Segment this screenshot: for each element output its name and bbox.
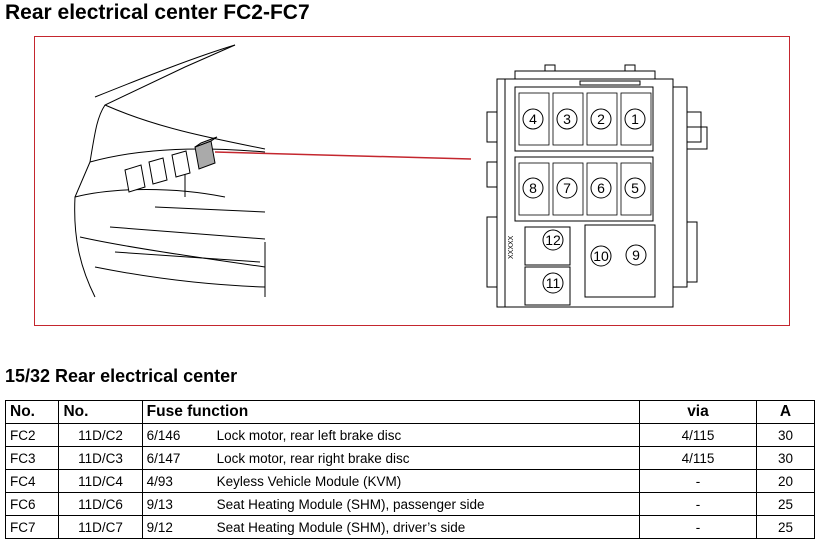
cell-via: - — [639, 492, 757, 516]
cell-connector: 11D/C3 — [58, 446, 143, 470]
position-label-10: 10 — [593, 248, 609, 264]
header-no: No. — [4, 400, 60, 424]
cell-amps: 25 — [755, 492, 816, 516]
location-figure: 4 3 2 1 8 7 6 5 12 11 10 9 XXXXX — [34, 36, 790, 326]
cell-function: 6/146 Lock motor, rear left brake disc — [141, 423, 641, 447]
header-amps: A — [755, 400, 816, 424]
header-via: via — [639, 400, 757, 424]
position-label-9: 9 — [632, 247, 640, 263]
position-label-8: 8 — [529, 180, 537, 196]
cell-function: 6/147 Lock motor, rear right brake disc — [141, 446, 641, 470]
cell-connector: 11D/C6 — [58, 492, 143, 516]
cell-function-text: Lock motor, rear right brake disc — [216, 450, 410, 466]
position-labels: 4 3 2 1 8 7 6 5 12 11 10 9 — [529, 111, 640, 291]
cell-amps: 25 — [755, 515, 816, 539]
table-header-row: No. No. Fuse function via A — [4, 400, 816, 424]
fuse-box-group — [124, 136, 218, 193]
cell-amps: 30 — [755, 423, 816, 447]
position-label-6: 6 — [597, 180, 605, 196]
cell-via: - — [639, 469, 757, 493]
position-label-7: 7 — [563, 180, 571, 196]
page-title: Rear electrical center FC2-FC7 — [5, 1, 310, 24]
cell-no: FC7 — [4, 515, 60, 539]
cell-function-text: Seat Heating Module (SHM), driver’s side — [216, 519, 466, 535]
position-label-5: 5 — [631, 180, 639, 196]
cell-code: 6/146 — [146, 427, 181, 443]
cell-no: FC3 — [4, 446, 60, 470]
callout-line — [214, 151, 472, 160]
cell-code: 9/12 — [146, 519, 173, 535]
fuse-table: No. No. Fuse function via A FC2 11D/C2 6… — [4, 400, 816, 539]
cell-amps: 30 — [755, 446, 816, 470]
header-connector-no: No. — [58, 400, 143, 424]
side-marking: XXXXX — [508, 235, 515, 259]
cell-connector: 11D/C7 — [58, 515, 143, 539]
cell-function-text: Keyless Vehicle Module (KVM) — [216, 473, 402, 489]
fuse-box-diagram: 4 3 2 1 8 7 6 5 12 11 10 9 XXXXX — [74, 44, 708, 308]
cell-via: 4/115 — [639, 423, 757, 447]
cell-no: FC4 — [4, 469, 60, 493]
cell-connector: 11D/C4 — [58, 469, 143, 493]
header-fuse-function: Fuse function — [141, 400, 641, 424]
cell-code: 4/93 — [146, 473, 173, 489]
cell-via: 4/115 — [639, 446, 757, 470]
position-label-3: 3 — [563, 111, 571, 127]
cell-function: 4/93 Keyless Vehicle Module (KVM) — [141, 469, 641, 493]
section-title: 15/32 Rear electrical center — [5, 366, 238, 386]
cell-function: 9/12 Seat Heating Module (SHM), driver’s … — [141, 515, 641, 539]
cell-amps: 20 — [755, 469, 816, 493]
position-circles — [522, 108, 647, 294]
cell-function: 9/13 Seat Heating Module (SHM), passenger… — [141, 492, 641, 516]
cell-via: - — [639, 515, 757, 539]
car-outline — [74, 44, 266, 298]
cell-no: FC2 — [4, 423, 60, 447]
position-label-12: 12 — [545, 232, 561, 248]
position-label-1: 1 — [631, 111, 639, 127]
fuse-slots — [518, 92, 652, 216]
table-row: FC4 11D/C4 4/93 Keyless Vehicle Module (K… — [4, 469, 816, 493]
cell-function-text: Seat Heating Module (SHM), passenger sid… — [216, 496, 485, 512]
cell-no: FC6 — [4, 492, 60, 516]
table-row: FC2 11D/C2 6/146 Lock motor, rear left br… — [4, 423, 816, 447]
cell-function-text: Lock motor, rear left brake disc — [216, 427, 402, 443]
cell-connector: 11D/C2 — [58, 423, 143, 447]
cell-code: 6/147 — [146, 450, 181, 466]
table-row: FC3 11D/C3 6/147 Lock motor, rear right b… — [4, 446, 816, 470]
fuse-box-detail — [486, 64, 708, 308]
position-label-11: 11 — [546, 275, 561, 291]
position-label-4: 4 — [529, 111, 537, 127]
table-row: FC7 11D/C7 9/12 Seat Heating Module (SHM)… — [4, 515, 816, 539]
cell-code: 9/13 — [146, 496, 173, 512]
table-row: FC6 11D/C6 9/13 Seat Heating Module (SHM)… — [4, 492, 816, 516]
position-label-2: 2 — [597, 111, 605, 127]
